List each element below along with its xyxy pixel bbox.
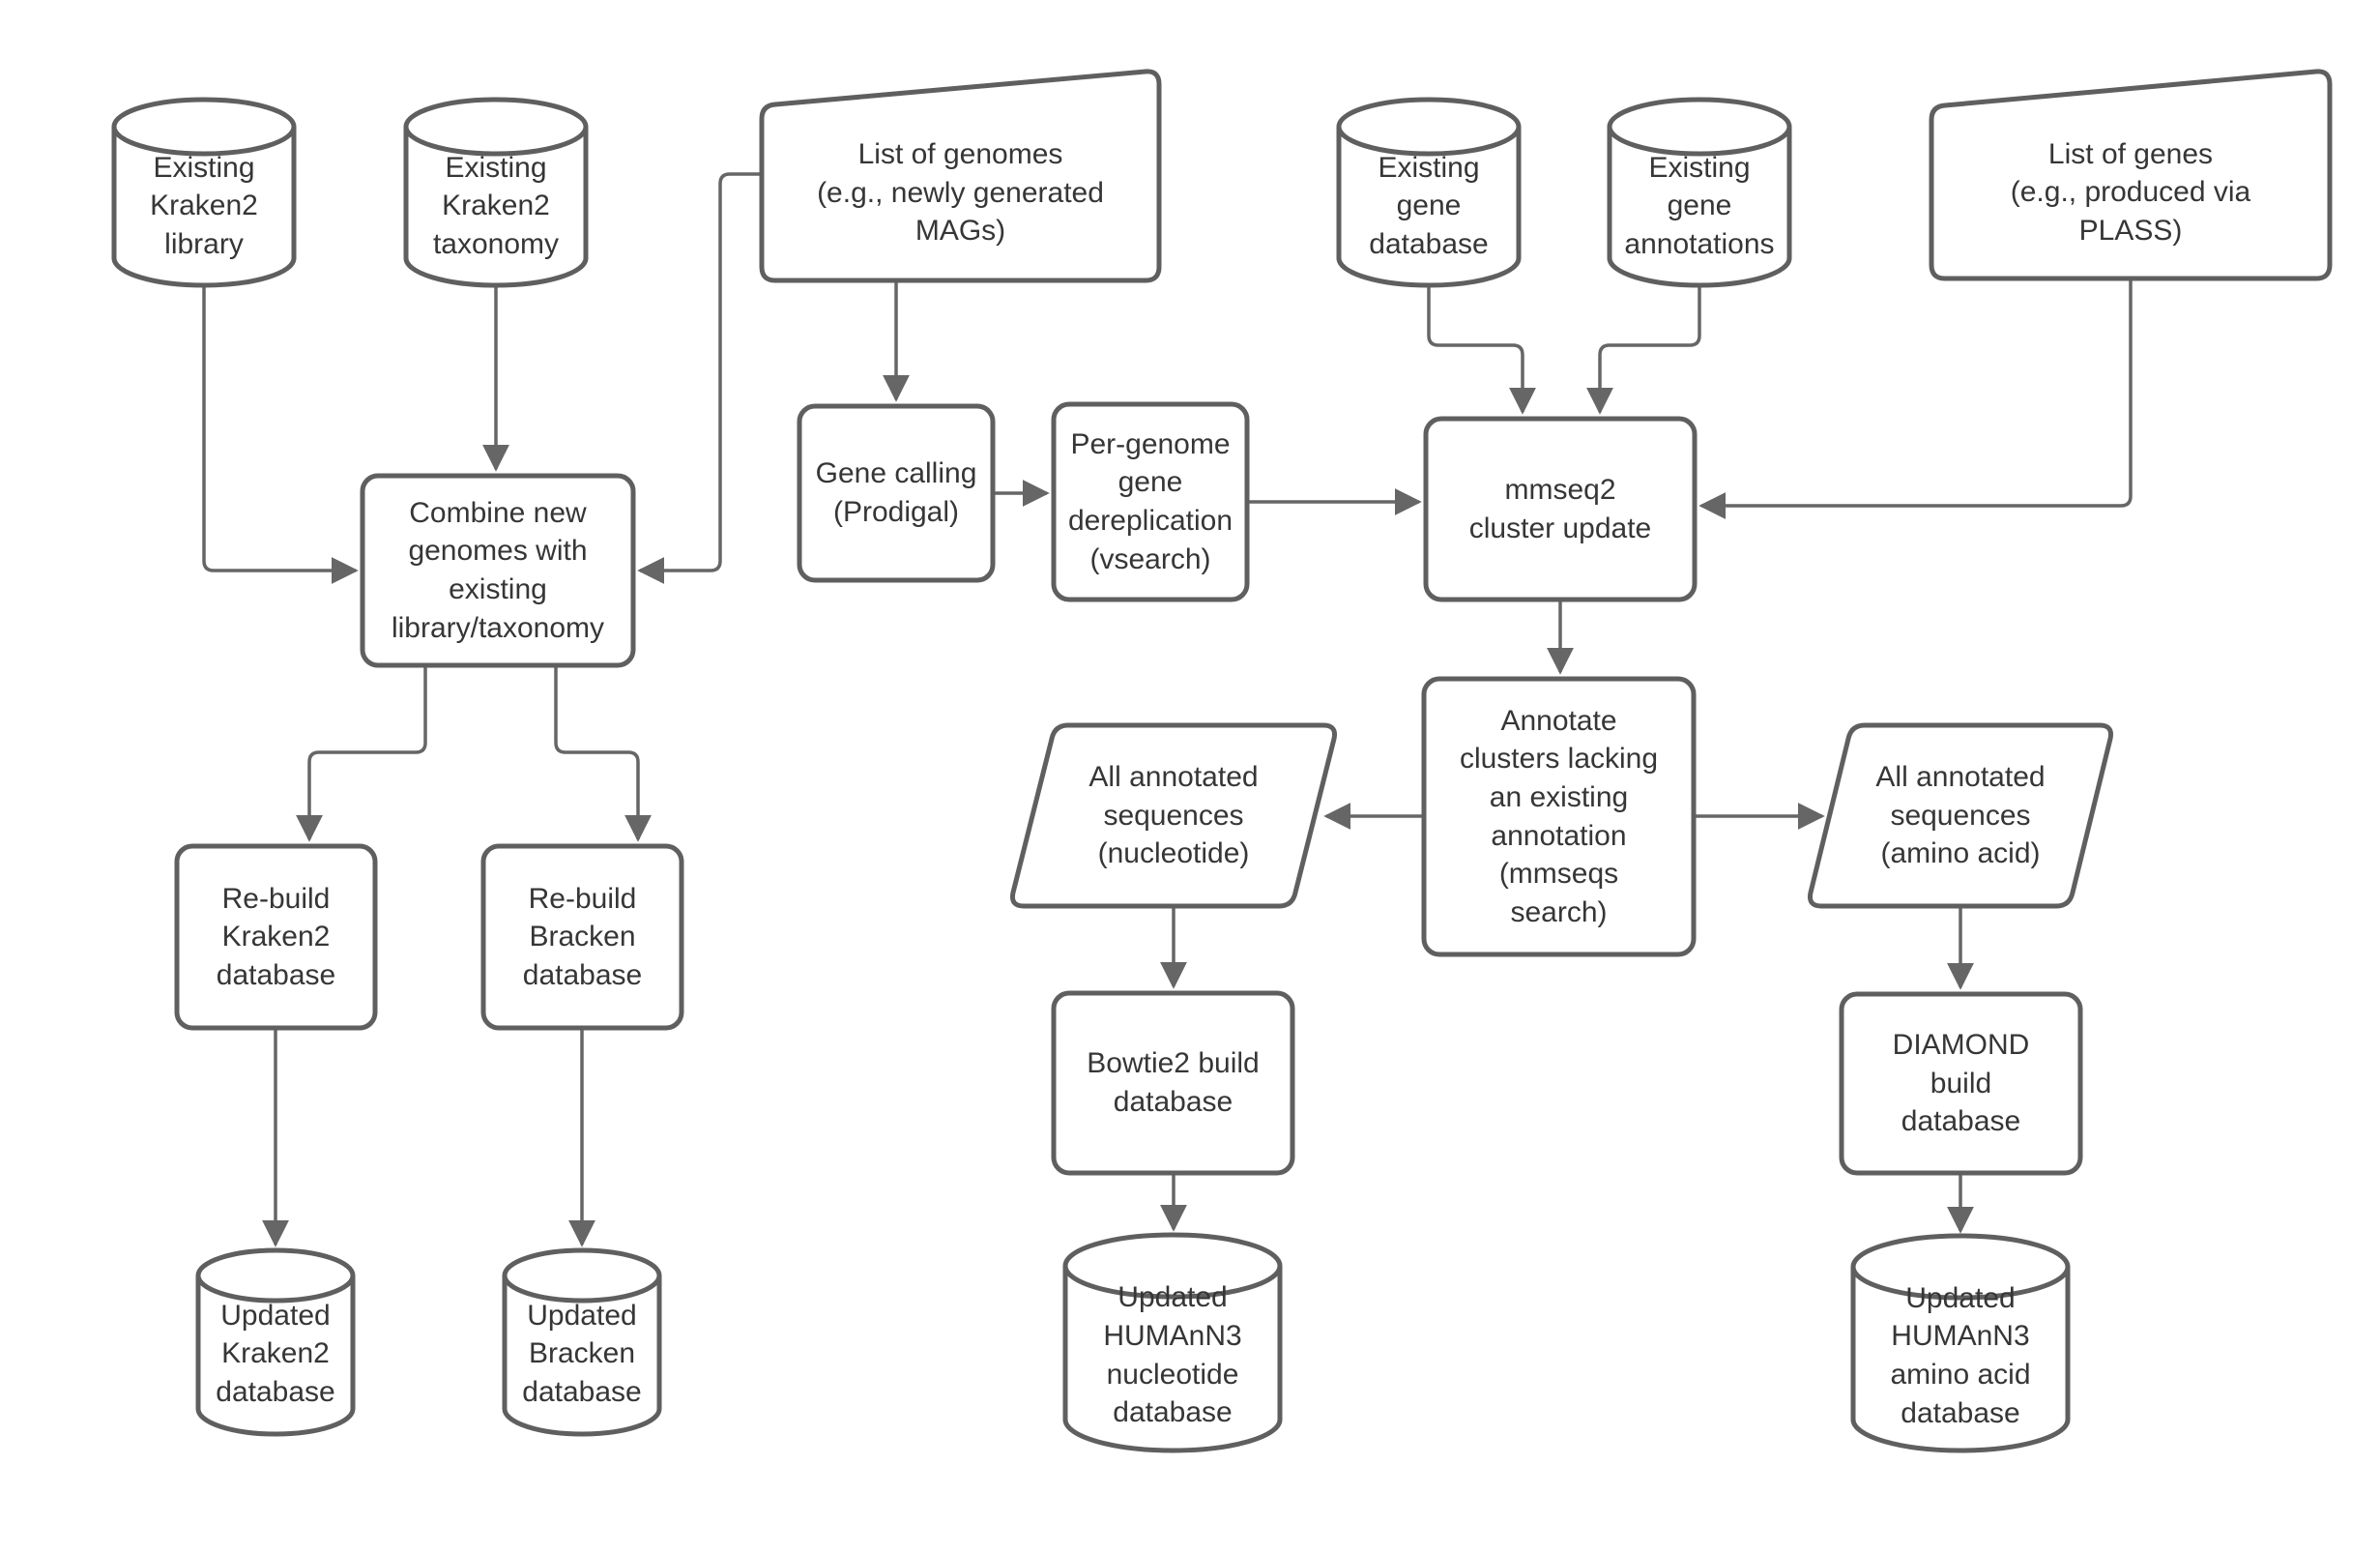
edges-layer (202, 172, 2133, 1247)
existing-gene-database-cylinder (1336, 97, 1522, 288)
list-of-genes-shape (1929, 69, 2333, 281)
updated-humann3-amino-cylinder (1850, 1233, 2071, 1453)
edge-gene-database-to-mmseq2 (1427, 286, 1536, 415)
mmseq2-cluster-update-box (1423, 416, 1698, 602)
nodes-layer (111, 69, 2333, 1453)
edge-gene-annotations-to-mmseq2 (1586, 286, 1701, 415)
bowtie2-build-box (1051, 990, 1295, 1176)
updated-kraken2-cylinder (195, 1247, 356, 1437)
edge-list-of-genomes-to-combine (637, 172, 762, 584)
existing-kraken2-library-cylinder (111, 97, 297, 288)
annotate-clusters-box (1421, 676, 1697, 957)
gene-calling-box (797, 403, 996, 583)
edge-list-of-genes-to-mmseq2 (1698, 278, 2133, 519)
updated-humann3-nucleotide-cylinder (1062, 1232, 1283, 1453)
edge-combine-to-rebuild-bracken (554, 665, 652, 842)
diamond-build-box (1839, 991, 2083, 1176)
rebuild-kraken2-box (174, 843, 378, 1031)
edge-kraken2-library-to-combine (202, 286, 359, 584)
updated-bracken-cylinder (502, 1247, 662, 1437)
edge-combine-to-rebuild-kraken2 (296, 665, 427, 842)
list-of-genomes-shape (759, 69, 1162, 283)
per-genome-dereplication-box (1051, 401, 1250, 602)
existing-kraken2-taxonomy-cylinder (403, 97, 589, 288)
combine-new-genomes-box (360, 473, 636, 668)
rebuild-bracken-box (480, 843, 684, 1031)
all-annotated-nucleotide-parallelogram (1010, 722, 1337, 909)
all-annotated-amino-parallelogram (1808, 722, 2113, 909)
existing-gene-annotations-cylinder (1607, 97, 1792, 288)
